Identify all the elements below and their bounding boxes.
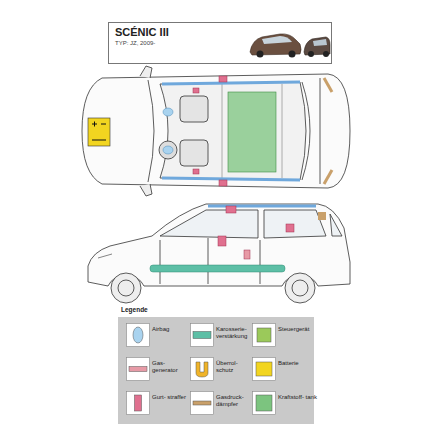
body-reinforcement xyxy=(150,265,285,272)
legend-label: Gasdruck- dämpfer xyxy=(216,394,256,408)
legend-entry: Airbag xyxy=(126,323,188,353)
swatch-frame xyxy=(127,324,150,347)
subtitle-text: TYP: JZ, 2009- xyxy=(109,39,331,47)
legend-swatch xyxy=(193,332,211,339)
gas-strut xyxy=(324,78,332,184)
legend-label: Gas- generator xyxy=(152,360,192,374)
airbag-curtain xyxy=(162,82,300,180)
legend-swatch xyxy=(257,328,271,342)
airbag-curtain xyxy=(208,205,316,208)
legend-swatch-box xyxy=(190,357,214,381)
belt-pretensioner xyxy=(218,206,294,246)
airbag xyxy=(163,108,173,116)
car-top-view xyxy=(82,66,350,196)
gas-strut xyxy=(318,212,326,220)
swatch-frame xyxy=(253,392,276,415)
legend-label: Steuergerät xyxy=(278,326,318,333)
legend-entry: Batterie xyxy=(252,357,314,387)
legend-swatch-box xyxy=(252,357,276,381)
legend-swatch-box xyxy=(190,391,214,415)
swatch-frame xyxy=(253,358,276,381)
airbag xyxy=(163,146,173,154)
legend-label: Gurt- straffer xyxy=(152,394,192,401)
legend-swatch-box xyxy=(126,357,150,381)
swatch-frame xyxy=(127,392,150,415)
legend-swatch xyxy=(256,395,272,411)
legend-swatch xyxy=(256,362,272,376)
legend-swatch-box xyxy=(126,323,150,347)
swatch-frame xyxy=(253,324,276,347)
legend-entry: Gasdruck- dämpfer xyxy=(190,391,252,421)
legend-swatch xyxy=(196,362,208,377)
legend-swatch xyxy=(129,367,147,372)
title-box: SCÉNIC IIITYP: JZ, 2009- xyxy=(108,22,332,64)
car-photo xyxy=(304,37,330,57)
legend-label: Überrol- schutz xyxy=(216,360,256,374)
legend-swatch-box xyxy=(252,323,276,347)
legend-heading: Legende xyxy=(118,306,314,313)
title-text: SCÉNIC III xyxy=(109,23,331,39)
legend-swatch-box xyxy=(190,323,214,347)
swatch-frame xyxy=(191,392,214,415)
legend-swatch xyxy=(193,401,211,405)
legend-swatch-box xyxy=(252,391,276,415)
swatch-frame xyxy=(191,324,214,347)
legend-label: Airbag xyxy=(152,326,192,333)
legend-panel: LegendeAirbagKarosserie- verstärkungSteu… xyxy=(118,306,314,426)
legend-entry: Karosserie- verstärkung xyxy=(190,323,252,353)
swatch-frame xyxy=(191,358,214,381)
legend-entry: Gurt- straffer xyxy=(126,391,188,421)
belt-pretensioner xyxy=(193,76,227,186)
fuel-tank xyxy=(228,92,276,172)
legend-swatch xyxy=(133,327,143,343)
car-side-view xyxy=(88,204,350,303)
legend-label: Batterie xyxy=(278,360,318,367)
swatch-frame xyxy=(127,358,150,381)
legend-entry: Steuergerät xyxy=(252,323,314,353)
legend-swatch xyxy=(135,395,142,411)
legend-label: Karosserie- verstärkung xyxy=(216,326,256,340)
gas-generator xyxy=(244,250,250,259)
car-photo xyxy=(250,34,301,58)
legend-label: Kraftstoff- tank xyxy=(278,394,318,401)
battery xyxy=(88,118,110,146)
legend-swatch-box xyxy=(126,391,150,415)
legend-entry: Gas- generator xyxy=(126,357,188,387)
legend-entry: Kraftstoff- tank xyxy=(252,391,314,421)
legend-entry: Überrol- schutz xyxy=(190,357,252,387)
